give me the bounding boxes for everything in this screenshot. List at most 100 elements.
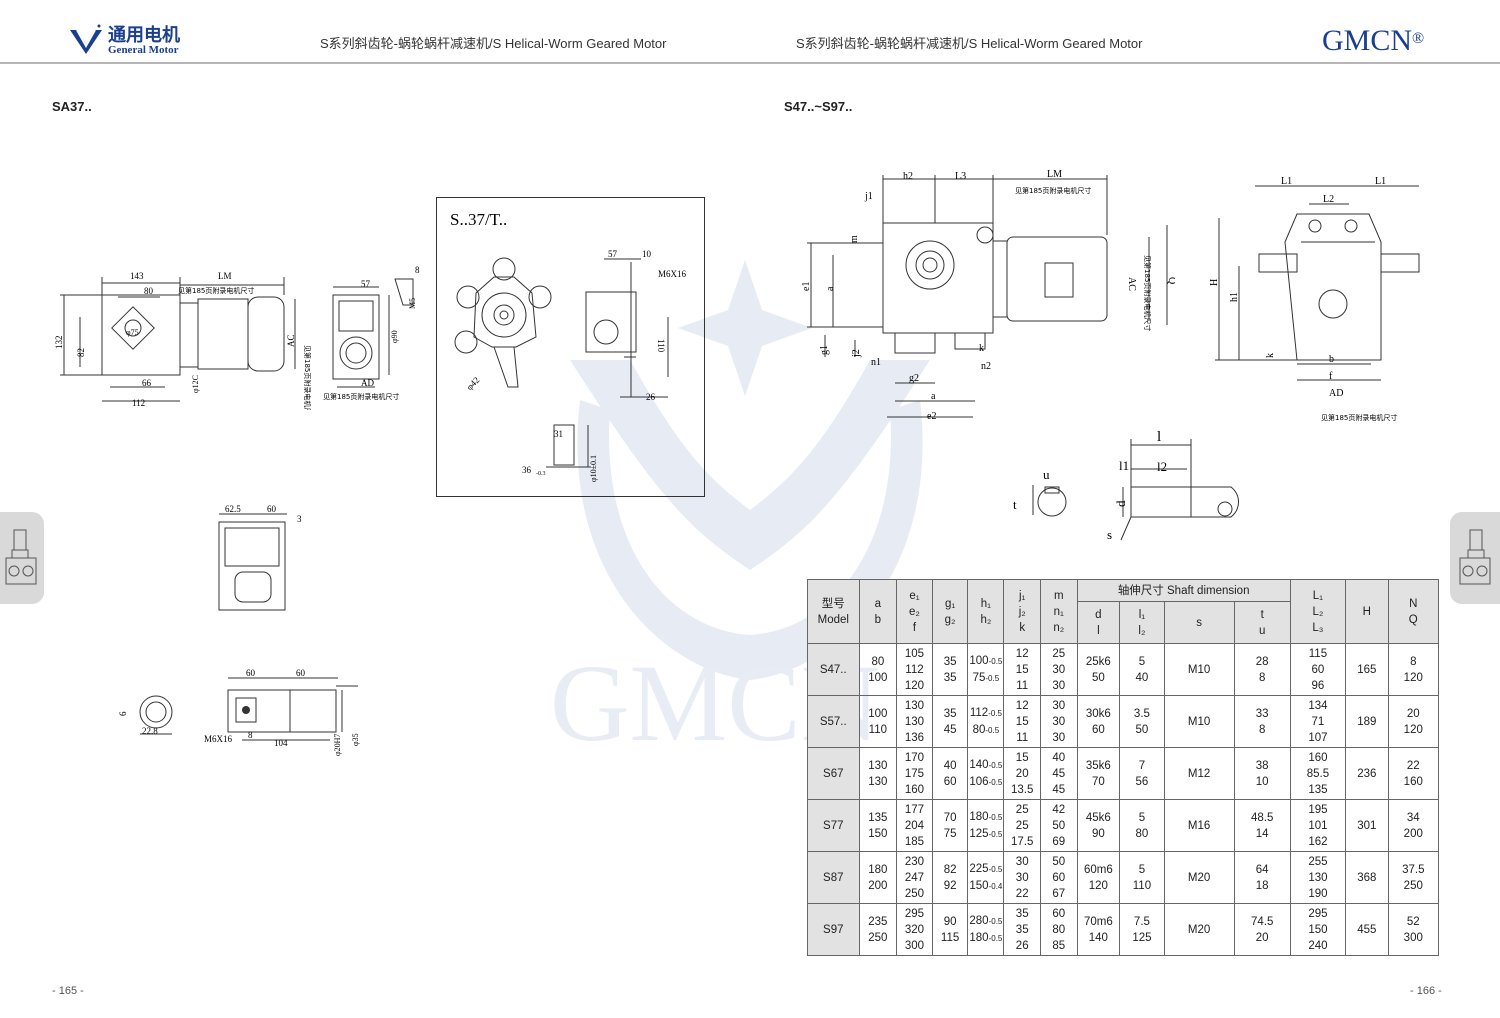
inset-dim-10: 10 xyxy=(642,249,652,259)
brand-name-cn: 通用电机 xyxy=(108,25,180,46)
dim-ac: AC xyxy=(286,334,296,347)
inset-title: S..37/T.. xyxy=(450,210,507,229)
dim-phi35: φ35 xyxy=(351,733,360,746)
motor-thumbnail-icon xyxy=(5,529,37,585)
inset-dim-26: 26 xyxy=(646,392,656,402)
dim-h1: h1 xyxy=(1229,292,1240,302)
dim-g2: g2 xyxy=(909,373,919,384)
sa37-hollow-shaft-drawing: 6 22.8 60 60 M6X16 8 104 φ20H7 φ35 xyxy=(118,668,360,756)
table-cell: M10 xyxy=(1163,695,1235,748)
inset-dim-110: 110 xyxy=(656,339,666,353)
dim-h: H xyxy=(1209,279,1220,286)
side-tab-right xyxy=(1450,512,1500,604)
dim-6: 6 xyxy=(118,711,128,716)
table-cell: S47.. xyxy=(807,643,860,696)
table-cell: M16 xyxy=(1163,799,1235,852)
th-shaft-dimension: 轴伸尺寸 Shaft dimension xyxy=(1076,579,1291,602)
dim-l3: L3 xyxy=(955,171,966,182)
table-cell: M20 xyxy=(1163,851,1235,904)
dim-l2: L2 xyxy=(1323,194,1334,205)
dim-phi20h7: φ20H7 xyxy=(333,734,342,756)
header-divider xyxy=(0,62,1500,64)
sa37-front-view-drawing: 见第185页附录电机尺寸 57 8 M5 φ90 AD 见第185页附录电机尺寸 xyxy=(303,265,420,410)
motor-note-vertical: 见第185页附录电机尺寸 xyxy=(303,345,312,410)
header-title-left: S系列斜齿轮-蜗轮蜗杆减速机/S Helical-Worm Geared Mot… xyxy=(320,36,667,51)
dim-m5: M5 xyxy=(408,298,417,309)
dim-62-5: 62.5 xyxy=(225,504,241,514)
table-cell: M20 xyxy=(1163,903,1235,956)
dim-ad: AD xyxy=(361,378,374,388)
dim-t: t xyxy=(1013,497,1017,512)
dim-m6x16: M6X16 xyxy=(204,734,233,744)
motor-thumbnail-icon xyxy=(1459,529,1491,585)
torque-arm-inset-drawing: S..37/T.. 57 10 M6X16 110 φ42 26 31 36 -… xyxy=(436,197,705,497)
dim-60-b: 60 xyxy=(246,668,256,678)
inset-dim-m6x16: M6X16 xyxy=(658,269,687,279)
dim-132: 132 xyxy=(54,336,64,350)
table-cell: 236 xyxy=(1345,747,1389,800)
dim-a-bottom: a xyxy=(931,391,936,402)
section-title-left: SA37.. xyxy=(52,99,92,114)
table-cell: S87 xyxy=(807,851,860,904)
page-number-right: - 166 - xyxy=(1410,985,1442,997)
th-s: s xyxy=(1163,601,1235,644)
table-cell: 368 xyxy=(1345,851,1389,904)
dim-8: 8 xyxy=(415,265,420,275)
motor-note-2: 见第185页附录电机尺寸 xyxy=(323,392,399,401)
dim-66: 66 xyxy=(142,378,152,388)
motor-note: 见第185页附录电机尺寸 xyxy=(178,286,254,295)
dim-g1: g1 xyxy=(819,345,830,355)
dim-104: 104 xyxy=(274,738,288,748)
inset-dim-phi10: φ10±0.1 xyxy=(589,455,598,482)
dim-lm: LM xyxy=(1047,169,1062,180)
th-H: H xyxy=(1345,579,1389,644)
sa37-flange-view-drawing: 62.5 60 3 xyxy=(218,504,302,611)
motor-note-vertical: 见第185页附录电机尺寸 xyxy=(1143,255,1152,331)
inset-dim-36-tolerance: -0.3 xyxy=(536,471,546,477)
dim-lm: LM xyxy=(218,271,232,281)
